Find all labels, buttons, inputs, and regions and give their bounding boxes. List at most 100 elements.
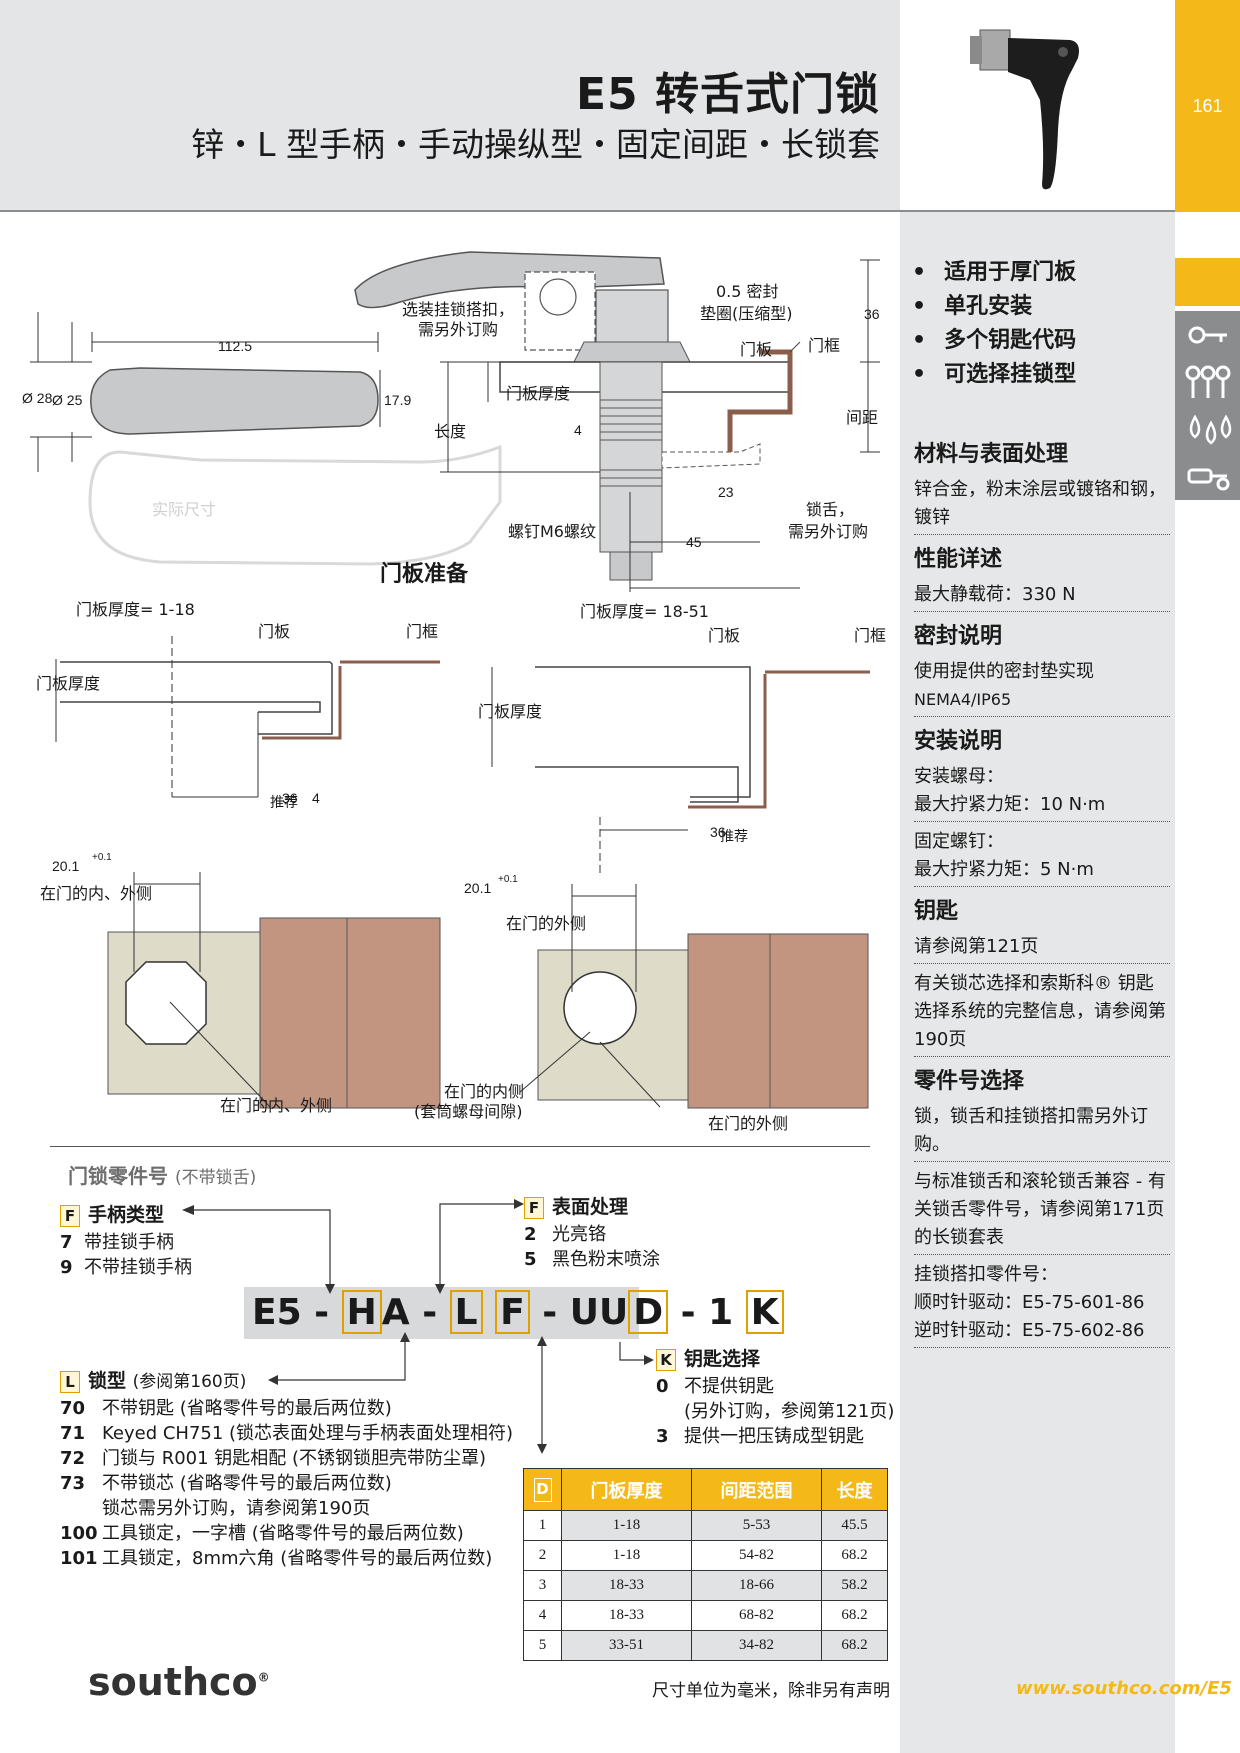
handle-end-view bbox=[90, 367, 379, 435]
table-cell: 2 bbox=[523, 1540, 562, 1571]
table-row: 2 1-18 54-82 68.2 bbox=[523, 1540, 888, 1571]
spacing-label: 间距 bbox=[846, 408, 879, 427]
cam-label-2: 需另外订购 bbox=[788, 522, 869, 541]
multiple-keys-icon bbox=[1175, 358, 1240, 406]
dim-36: 36 bbox=[864, 306, 880, 322]
prep-left-frame-label: 门框 bbox=[406, 622, 439, 641]
cutout-right-dim: 20.1 bbox=[464, 880, 492, 896]
website-link[interactable]: www.southco.com/E5 bbox=[1016, 1678, 1232, 1699]
table-header: 门板厚度 bbox=[560, 1468, 693, 1511]
option-label: 工具锁定，一字槽 (省略零件号的最后两位数) bbox=[102, 1523, 464, 1544]
finish-title: 表面处理 bbox=[552, 1196, 629, 1218]
option-code: 73 bbox=[60, 1473, 86, 1494]
page-subtitle: 锌・L 型手柄・手动操纵型・固定间距・长锁套 bbox=[191, 125, 880, 164]
table-cell: 1-18 bbox=[560, 1510, 693, 1541]
lock-body bbox=[599, 361, 663, 553]
cutout-right-side: 在门的外侧 bbox=[506, 914, 587, 933]
handle-side-view bbox=[354, 251, 665, 309]
prep-right-title: 门板厚度= 18-51 bbox=[580, 602, 709, 621]
dim-4: 4 bbox=[574, 422, 582, 438]
hasp-ccw: 逆时针驱动：E5-75-602-86 bbox=[914, 1320, 1145, 1341]
cutout-left-bottom: 在门的内、外侧 bbox=[220, 1096, 333, 1115]
table-cell: 58.2 bbox=[821, 1570, 888, 1601]
code-lock: L bbox=[449, 1290, 483, 1334]
option-code: 101 bbox=[60, 1548, 98, 1569]
option-label: 不带锁芯 (省略零件号的最后两位数) bbox=[102, 1473, 392, 1494]
door-frame bbox=[727, 349, 793, 452]
table-cell: 45.5 bbox=[821, 1510, 888, 1541]
actual-size-outline bbox=[88, 444, 502, 566]
partnumber-heading: 门锁零件号 bbox=[68, 1164, 168, 1188]
dim-23: 23 bbox=[718, 484, 734, 500]
cam-label: 锁舌， bbox=[806, 500, 855, 519]
section-divider bbox=[50, 1146, 870, 1147]
feature-list: 适用于厚门板 单孔安装 多个钥匙代码 可选择挂锁型 bbox=[912, 254, 1076, 390]
code-connectors bbox=[182, 1199, 654, 1454]
table-cell: 5-53 bbox=[691, 1510, 823, 1541]
prep-left-door: 门板 bbox=[258, 622, 291, 641]
option-label: 工具锁定，8mm六角 (省略零件号的最后两位数) bbox=[102, 1548, 493, 1569]
seal-label-2: 垫圈(压缩型) bbox=[700, 304, 793, 323]
option-code: 72 bbox=[60, 1448, 86, 1469]
product-photo bbox=[900, 0, 1175, 212]
table-cell: 4 bbox=[523, 1600, 562, 1631]
table-row: 3 18-33 18-66 58.2 bbox=[523, 1570, 888, 1601]
thickness-label: 门板厚度 bbox=[506, 384, 571, 403]
option-code: 7 bbox=[60, 1232, 73, 1253]
category-tab bbox=[1175, 258, 1240, 306]
table-cell: 18-33 bbox=[560, 1570, 693, 1601]
code-finish: F bbox=[495, 1290, 530, 1334]
feature-item: 多个钥匙代码 bbox=[912, 322, 1076, 353]
table-cell: 54-82 bbox=[691, 1540, 823, 1571]
cutout-right-gap: (套筒螺母间隙) bbox=[414, 1102, 523, 1121]
finish-letter: F bbox=[524, 1196, 544, 1219]
technical-drawing bbox=[30, 251, 880, 1109]
code-segment: - UU bbox=[529, 1292, 629, 1333]
table-header: 长度 bbox=[821, 1468, 888, 1511]
option-code: 2 bbox=[524, 1224, 537, 1245]
prep-left-thickness: 门板厚度 bbox=[36, 674, 101, 693]
table-cell: 68.2 bbox=[821, 1540, 888, 1571]
seal-text: 使用提供的密封垫实现 bbox=[914, 661, 1094, 682]
units-note: 尺寸单位为毫米，除非另有声明 bbox=[652, 1681, 890, 1701]
table-cell: 1 bbox=[523, 1510, 562, 1541]
prep-right-recommended: 推荐 bbox=[720, 828, 748, 844]
install-nut: 安装螺母： bbox=[914, 766, 1004, 787]
southco-logo: southco® bbox=[88, 1660, 270, 1704]
install-screw: 固定螺钉： bbox=[914, 831, 1004, 852]
panel-prep-heading: 门板准备 bbox=[380, 562, 469, 587]
option-label: (另外订购，参阅第121页) bbox=[684, 1401, 895, 1422]
prep-left-dim-4: 4 bbox=[312, 790, 320, 806]
dim-179: 17.9 bbox=[384, 392, 412, 408]
frame-label: 门框 bbox=[808, 336, 841, 355]
screw-label: 螺钉M6螺纹 bbox=[508, 522, 596, 541]
option-label: 不带钥匙 (省略零件号的最后两位数) bbox=[102, 1398, 392, 1419]
code-key: K bbox=[745, 1290, 784, 1334]
table-cell: 68.2 bbox=[821, 1600, 888, 1631]
prep-left-recommended: 推荐 bbox=[270, 794, 298, 810]
latch-cam-icon bbox=[1175, 452, 1240, 500]
material-heading: 材料与表面处理 bbox=[914, 442, 1069, 467]
install-screw-torque: 最大拧紧力矩：5 N·m bbox=[914, 859, 1094, 880]
install-nut-torque: 最大拧紧力矩：10 N·m bbox=[914, 794, 1106, 815]
key-text: 请参阅第121页 bbox=[914, 936, 1039, 957]
cutout-left-side: 在门的内、外侧 bbox=[40, 884, 153, 903]
option-code: 71 bbox=[60, 1423, 86, 1444]
prep-left-dim-36: 36 bbox=[282, 790, 298, 806]
handle-title: 手柄类型 bbox=[88, 1204, 165, 1226]
accent-strip bbox=[1175, 0, 1240, 212]
code-segment: A - bbox=[381, 1292, 450, 1333]
table-cell: 68.2 bbox=[821, 1630, 888, 1661]
padlock-hasp bbox=[524, 271, 596, 351]
table-cell: 1-18 bbox=[560, 1540, 693, 1571]
key-title: 钥匙选择 bbox=[684, 1348, 761, 1370]
partnumber-heading: 零件号选择 bbox=[914, 1069, 1025, 1094]
code-prefix: E5 - bbox=[252, 1292, 342, 1333]
prep-left-title: 门板厚度= 1-18 bbox=[76, 600, 195, 619]
table-cell: 3 bbox=[523, 1570, 562, 1601]
cutout-right-hole bbox=[563, 971, 637, 1045]
